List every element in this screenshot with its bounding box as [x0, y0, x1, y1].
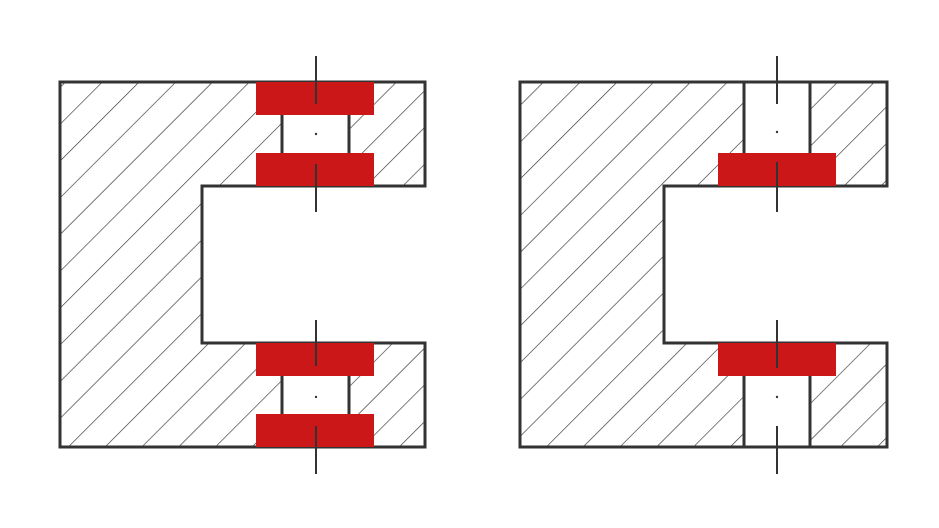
right-bottom-center-dot: [775, 395, 779, 399]
right-section-figure: [518, 56, 889, 474]
left-top-center-dot: [314, 132, 318, 136]
right-top-center-dot: [775, 130, 779, 134]
left-bottom-center-dot: [314, 395, 318, 399]
left-section-figure: [58, 56, 427, 474]
left-c-body: [58, 80, 427, 449]
right-c-body: [518, 80, 889, 449]
